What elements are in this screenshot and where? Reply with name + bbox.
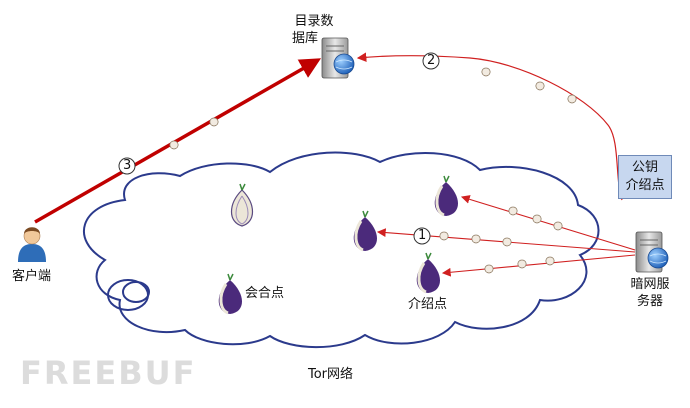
rendezvous-label: 会合点	[245, 286, 285, 301]
garlic-icons	[169, 67, 577, 274]
client-label: 客户端	[12, 269, 52, 284]
garlic-icon	[553, 221, 563, 231]
globe-icon	[647, 247, 669, 269]
onion-icon	[230, 183, 254, 227]
garlic-icon	[481, 67, 491, 77]
garlic-icon	[535, 81, 545, 91]
server-to-directory-arrow	[356, 52, 623, 201]
tor-network-label: Tor网络	[308, 367, 354, 382]
client-to-directory-line	[34, 58, 322, 224]
garlic-icon	[517, 259, 527, 269]
onion-icon	[353, 210, 377, 252]
hidden-server-label: 暗网服 务器	[630, 277, 670, 309]
step-circles	[118, 52, 440, 245]
onion-icon	[218, 273, 242, 315]
garlic-icon	[439, 231, 449, 241]
garlic-icon	[471, 234, 481, 244]
garlic-icon	[545, 256, 555, 266]
garlic-icon	[209, 117, 219, 127]
garlic-icon	[502, 237, 512, 247]
garlic-icon	[508, 206, 518, 216]
garlic-icon	[567, 94, 577, 104]
client-person-icon	[18, 227, 46, 262]
directory-server-icon	[321, 37, 355, 79]
cloud-loop	[107, 279, 150, 311]
step-label-1: 1	[418, 228, 427, 243]
directory-label: 目录数 据库	[292, 14, 334, 46]
onion-icon	[434, 175, 458, 217]
garlic-icon	[484, 264, 494, 274]
garlic-icon	[169, 140, 179, 150]
freebuf-watermark: FREEBUF	[20, 354, 197, 392]
globe-icon	[333, 53, 355, 75]
step-label-2: 2	[427, 53, 436, 68]
intro-point-label: 介绍点	[408, 297, 448, 312]
hidden-server-icon	[635, 231, 669, 273]
garlic-icon	[532, 214, 542, 224]
step-label-3: 3	[123, 158, 132, 173]
onion-icon	[416, 252, 440, 294]
tor-network-cloud	[82, 151, 600, 349]
public-key-box: 公钥 介绍点	[618, 155, 672, 199]
